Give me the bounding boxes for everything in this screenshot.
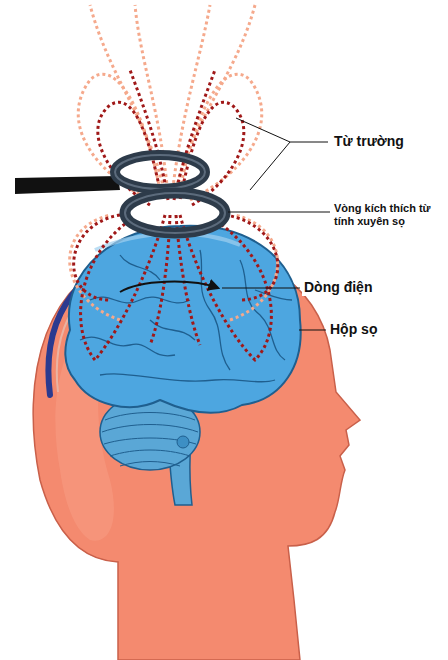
field-lines-outer [70, 5, 278, 320]
coil-ring-highlight [125, 193, 225, 233]
pons [177, 436, 189, 448]
field-lines-inner [74, 70, 278, 360]
coil-handle [15, 176, 120, 194]
coil-ring-highlight [115, 155, 205, 189]
coil-ring [125, 193, 225, 233]
coil-ring [115, 155, 205, 189]
part-label: Vòng kích thích từ tính xuyên sọ [332, 202, 444, 228]
part-label: Từ trường [332, 133, 406, 150]
current-arrow [120, 282, 218, 292]
part-label: Hộp sọ [328, 321, 379, 338]
cerebellum-folds [102, 413, 198, 467]
brain [65, 226, 300, 413]
leader-lines [222, 118, 330, 330]
part-label: Dòng điện [302, 279, 374, 296]
